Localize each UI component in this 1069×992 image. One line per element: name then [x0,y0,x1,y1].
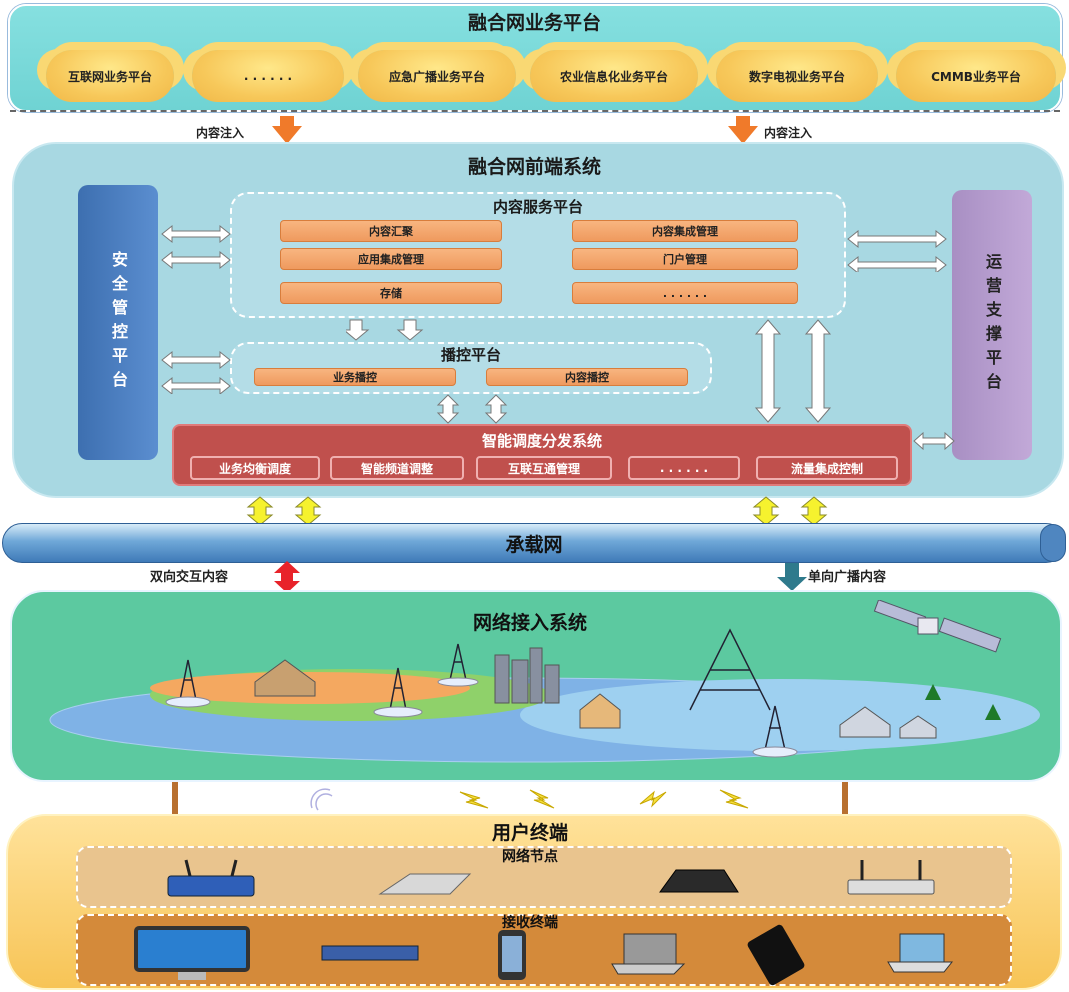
broadcast-arrow [777,563,807,591]
monitor-icon [134,926,250,980]
dispatch-title: 智能调度分发系统 [481,432,602,450]
router-icon [167,859,255,897]
tower-icon [179,628,786,751]
receiving-terminal-devices [134,924,954,986]
dispatch-ops-arrow [913,432,955,451]
dispatch-bearer-arrows-right [752,496,828,526]
inject-arrow-left [272,116,302,144]
network-access-title: 网络接入系统 [472,612,587,634]
playout-dispatch-arrows [436,394,508,424]
user-terminal-title: 用户终端 [491,822,568,844]
cloud-ellipsis: . . . . . . [192,50,344,102]
service-balancing: 业务均衡调度 [190,456,320,480]
modem-icon [378,873,472,895]
ops-link-arrows [847,230,947,272]
storage: 存储 [280,282,502,304]
cloud-digital-tv-platform: 数字电视业务平台 [716,50,878,102]
wifi-router-icon [847,860,935,895]
notebook-icon [887,933,954,973]
traffic-control: 流量集成控制 [756,456,898,480]
service-playout: 业务播控 [254,368,456,386]
front-end-system-title: 融合网前端系统 [467,156,601,178]
receiving-terminals-title: 接收终端 [502,915,558,931]
security-link-arrows [161,224,231,394]
access-network-illustration [49,600,1040,763]
cloud-agri-info-platform: 农业信息化业务平台 [530,50,698,102]
inject-arrow-right [728,116,758,144]
cloud-emergency-broadcast-platform: 应急广播业务平台 [358,50,516,102]
operations-support-platform: 运营支撑平台 [952,190,1032,460]
pipe-end-cap [1040,524,1066,562]
network-nodes-title: 网络节点 [502,849,558,865]
app-integration-mgmt: 应用集成管理 [280,248,502,270]
content-dispatch-arrows [754,319,832,423]
content-aggregation: 内容汇聚 [280,220,502,242]
dispatch-bearer-arrows-left [246,496,322,526]
top-divider [10,110,1060,112]
tablet-icon [747,924,805,986]
broadcast-label: 单向广播内容 [808,570,887,585]
bidirectional-arrow [274,561,300,593]
network-node-devices [167,859,935,897]
content-service-title: 内容服务平台 [492,198,583,216]
content-service-ellipsis: . . . . . . [572,282,798,304]
playout-title: 播控平台 [440,346,501,364]
inject-label-left: 内容注入 [196,126,245,140]
wireless-signal-icons [310,788,749,811]
left-connector-pole [172,782,178,816]
bearer-network-title: 承载网 [505,533,563,556]
interconnect-mgmt: 互联互通管理 [476,456,612,480]
cloud-cmmb-platform: CMMB业务平台 [896,50,1056,102]
cloud-internet-platform: 互联网业务平台 [46,50,174,102]
portal-mgmt: 门户管理 [572,248,798,270]
content-playout: 内容播控 [486,368,688,386]
inject-label-right: 内容注入 [764,126,813,140]
laptop-icon [611,933,686,975]
content-integration-mgmt: 内容集成管理 [572,220,798,242]
dispatch-ellipsis: . . . . . . [628,456,740,480]
set-top-box-icon [659,869,739,893]
business-platform-panel [8,4,1062,112]
channel-adjustment: 智能频道调整 [330,456,464,480]
right-connector-pole [842,782,848,816]
bearer-network-pipe: 承载网 [2,523,1066,563]
business-platform-title: 融合网业务平台 [467,12,601,34]
security-control-platform: 安全管控平台 [78,185,158,460]
bidirectional-label: 双向交互内容 [150,570,229,585]
set-top-box-receiver-icon [321,945,419,961]
content-to-playout-arrows [346,319,424,341]
smartphone-icon [498,930,526,980]
